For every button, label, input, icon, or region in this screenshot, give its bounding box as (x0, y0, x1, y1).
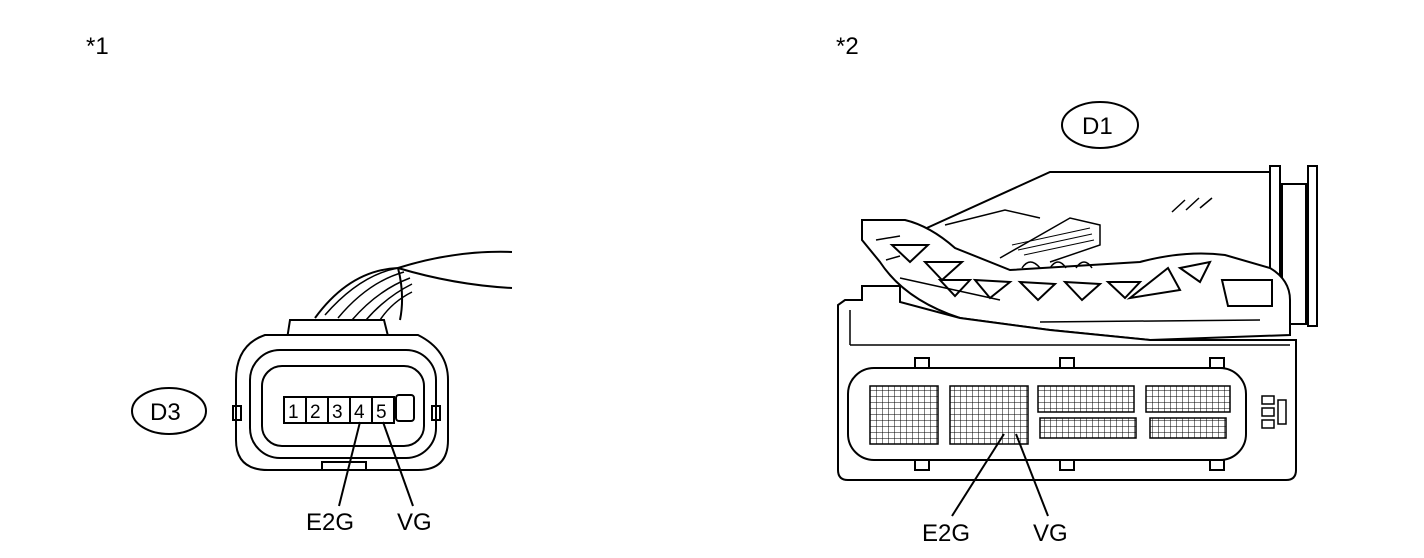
panel1-marker: *1 (86, 33, 109, 60)
d1-id-label: D1 (1082, 113, 1113, 140)
pin-label: 3 (332, 402, 343, 423)
ecu-pin-grids (869, 385, 1231, 445)
pin-label: 2 (310, 402, 321, 423)
d3-callout-vg: VG (397, 509, 432, 536)
pin-label: 5 (376, 402, 387, 423)
ecu-bracket (861, 219, 1291, 342)
d1-id-bubble (1061, 101, 1139, 149)
panel2-marker: *2 (836, 33, 859, 60)
d3-callout-e2g: E2G (306, 509, 354, 536)
d3-connector (232, 250, 513, 471)
d1-callout-e2g: E2G (922, 520, 970, 547)
d3-id-label: D3 (150, 399, 181, 426)
d3-pin-labels: 1 2 3 4 5 (288, 402, 387, 423)
pin-label: 1 (288, 402, 299, 423)
pin-label: 4 (354, 402, 365, 423)
connector-body (235, 334, 449, 471)
wire-harness (397, 250, 513, 321)
d3-id-bubble (131, 387, 207, 435)
d1-callout-leaders (951, 433, 1049, 517)
d3-callout-leaders (338, 421, 414, 507)
d1-callout-vg: VG (1033, 520, 1068, 547)
